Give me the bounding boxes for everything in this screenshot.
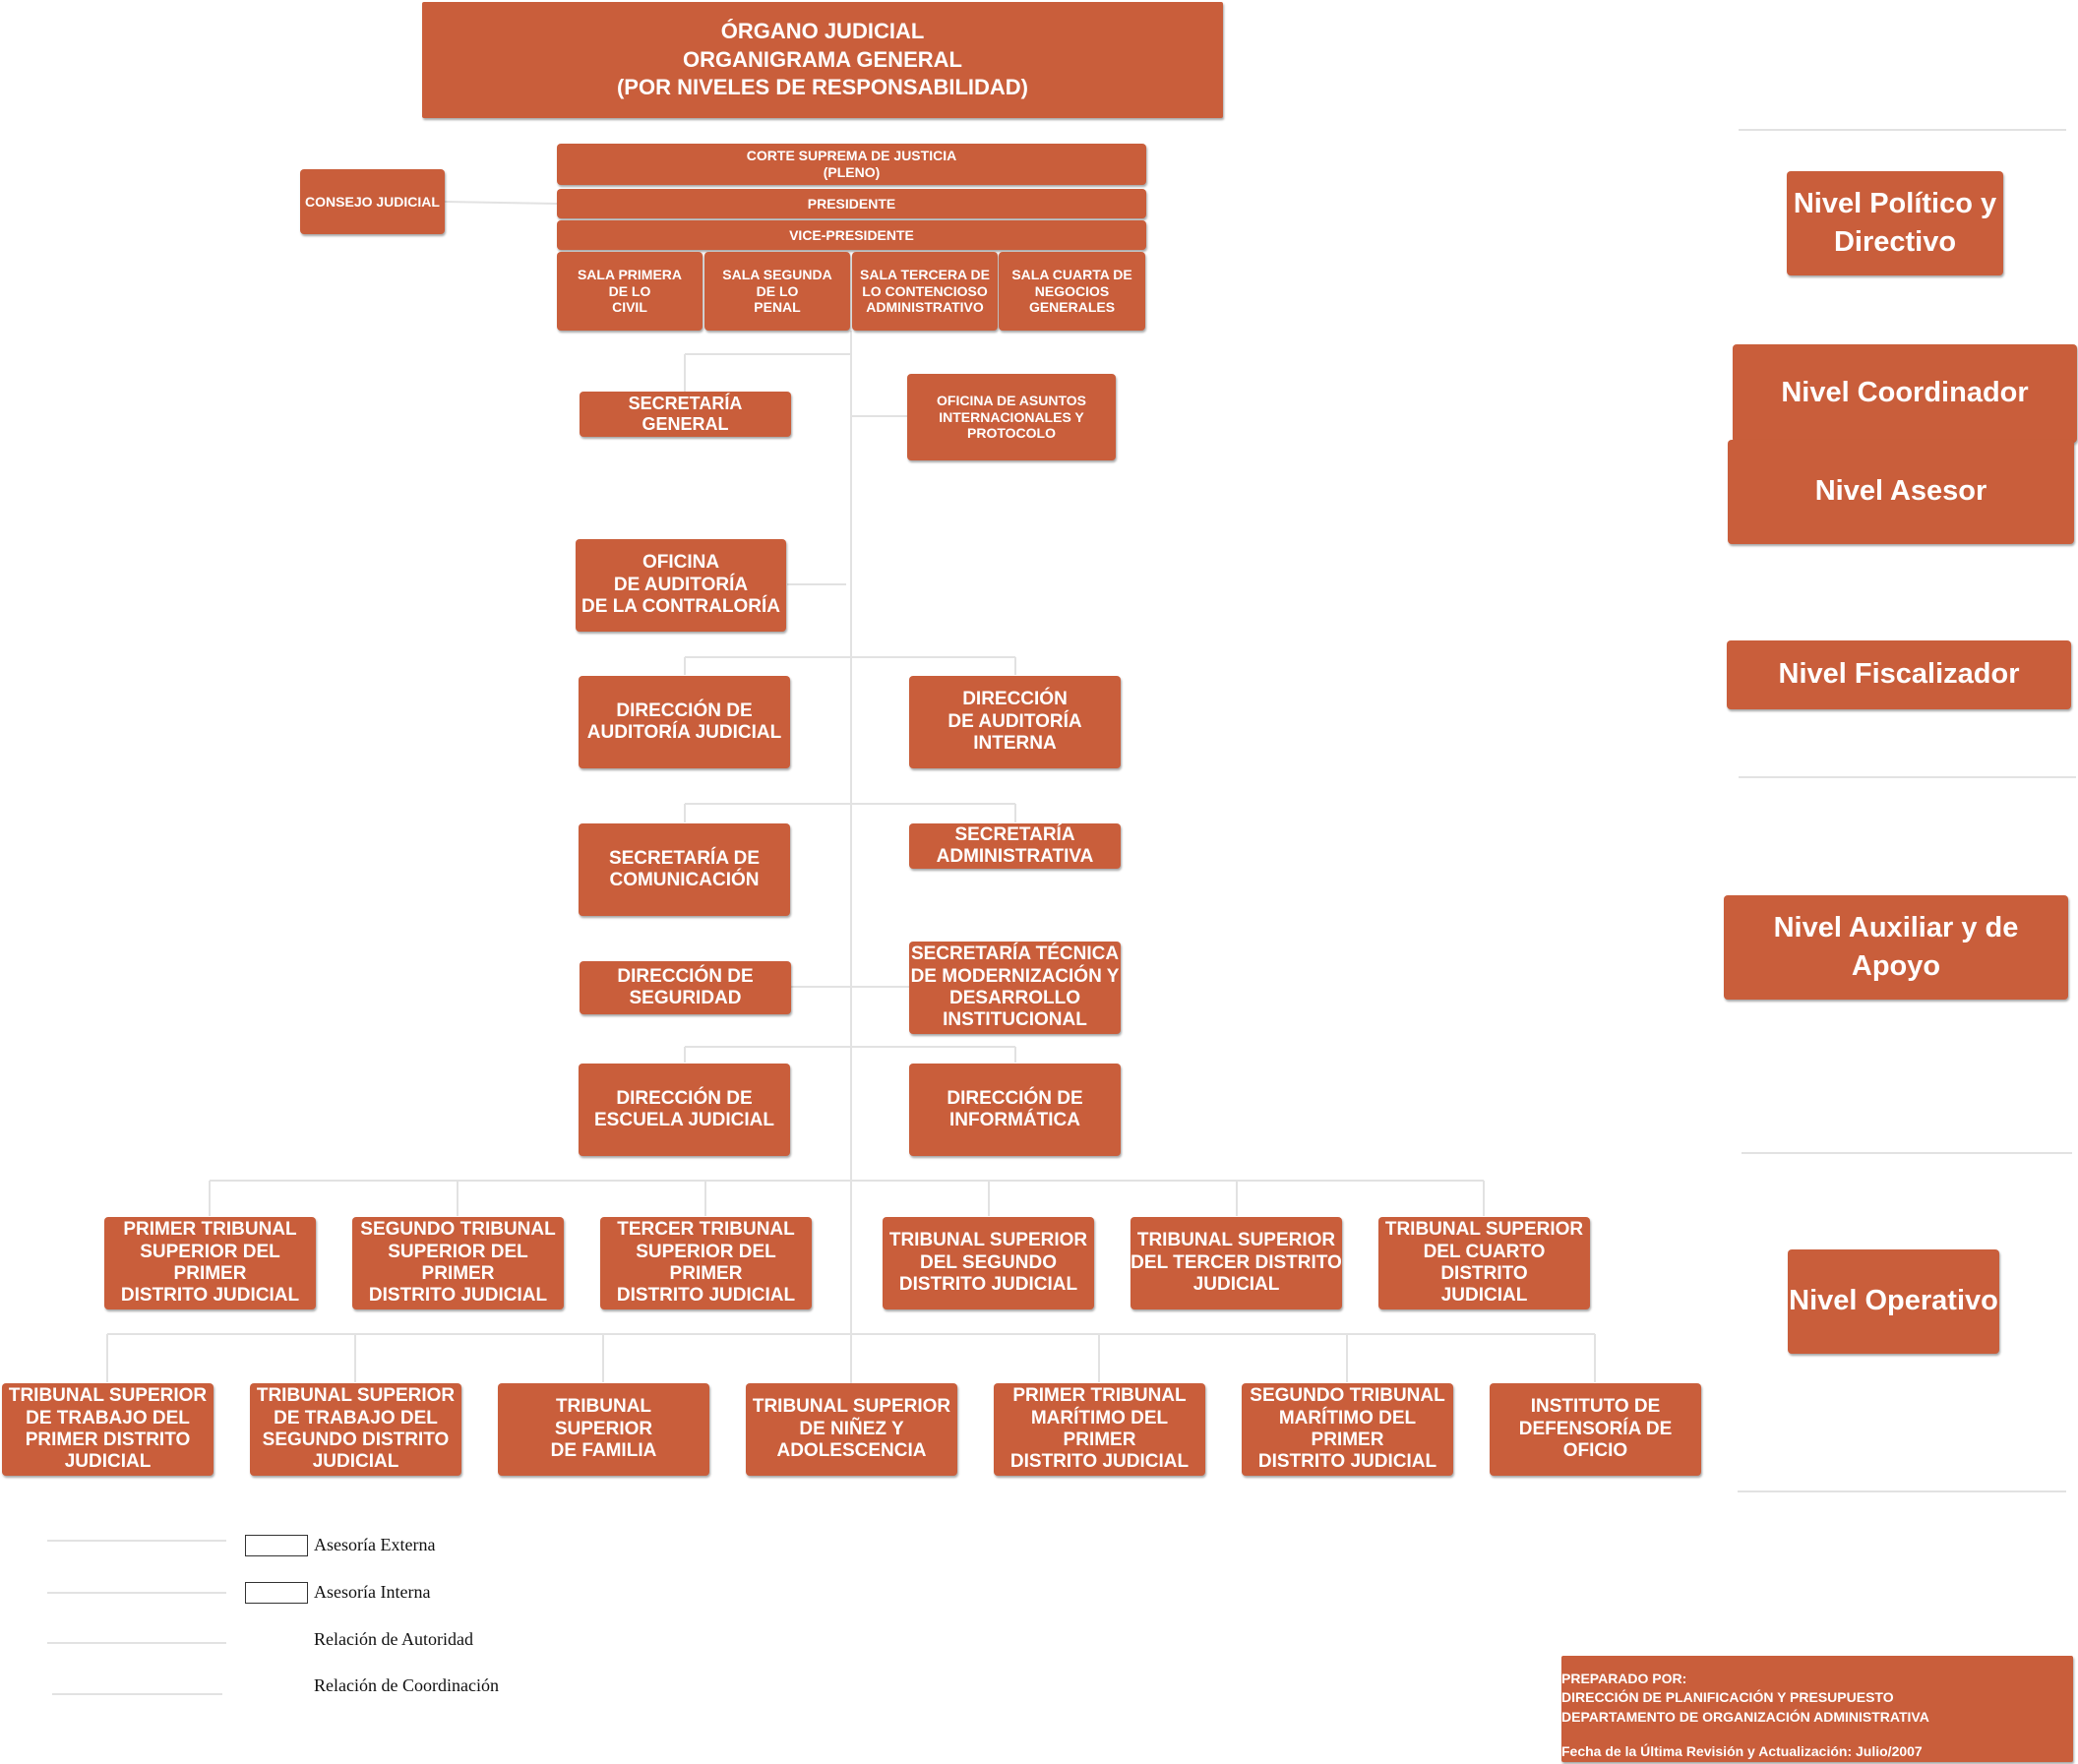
tribunal-row1-item: PRIMER TRIBUNAL SUPERIOR DEL PRIMER DIST… <box>104 1217 316 1309</box>
legend-coordinacion-label: Relación de Coordinación <box>314 1675 499 1695</box>
level-auxiliar-box: Nivel Auxiliar y de Apoyo <box>1724 895 2068 1000</box>
tribunal-row1-item: SEGUNDO TRIBUNAL SUPERIOR DEL PRIMER DIS… <box>352 1217 564 1309</box>
tribunal-row2-item: TRIBUNAL SUPERIOR DE TRABAJO DEL SEGUNDO… <box>250 1383 461 1476</box>
secretaria-comunicacion-box: SECRETARÍA DE COMUNICACIÓN <box>579 823 790 916</box>
tribunal-row2-item: INSTITUTO DE DEFENSORÍA DE OFICIO <box>1490 1383 1701 1476</box>
prepared-by-label: PREPARADO POR: <box>1561 1670 1687 1686</box>
tribunal-row2-item: TRIBUNAL SUPERIOR DE TRABAJO DEL PRIMER … <box>2 1383 214 1476</box>
sala-tercera-box: SALA TERCERA DE LO CONTENCIOSO ADMINISTR… <box>852 252 998 331</box>
direccion-seguridad-box: DIRECCIÓN DE SEGURIDAD <box>580 961 791 1014</box>
level-asesor-box: Nivel Asesor <box>1728 440 2074 544</box>
direccion-auditoria-judicial-box: DIRECCIÓN DE AUDITORÍA JUDICIAL <box>579 676 790 768</box>
level-operativo-box: Nivel Operativo <box>1788 1249 1999 1354</box>
legend-autoridad-label: Relación de Autoridad <box>314 1629 473 1649</box>
direccion-auditoria-interna-box: DIRECCIÓN DE AUDITORÍA INTERNA <box>909 676 1121 768</box>
revision-date: Fecha de la Última Revisión y Actualizac… <box>1561 1743 1923 1760</box>
legend-interna-label: Asesoría Interna <box>314 1582 431 1602</box>
level-fiscalizador-box: Nivel Fiscalizador <box>1727 640 2071 709</box>
tribunal-row2-item: TRIBUNAL SUPERIOR DE FAMILIA <box>498 1383 709 1476</box>
oficina-auditoria-contraloria-box: OFICINA DE AUDITORÍA DE LA CONTRALORÍA <box>576 539 786 632</box>
prepared-by-departamento: DEPARTAMENTO DE ORGANIZACIÓN ADMINISTRAT… <box>1561 1708 1929 1725</box>
oficina-internacionales-box: OFICINA DE ASUNTOS INTERNACIONALES Y PRO… <box>907 374 1116 460</box>
secretaria-tecnica-box: SECRETARÍA TÉCNICA DE MODERNIZACIÓN Y DE… <box>909 942 1121 1034</box>
tribunal-row1-item: TERCER TRIBUNAL SUPERIOR DEL PRIMER DIST… <box>600 1217 812 1309</box>
vicepresidente-box: VICE-PRESIDENTE <box>557 220 1146 250</box>
tribunal-row2-item: PRIMER TRIBUNAL MARÍTIMO DEL PRIMER DIST… <box>994 1383 1205 1476</box>
level-politico-box: Nivel Político y Directivo <box>1787 171 2003 275</box>
level-coordinador-box: Nivel Coordinador <box>1733 344 2077 443</box>
chart-title: ÓRGANO JUDICIAL ORGANIGRAMA GENERAL (POR… <box>422 2 1223 118</box>
sala-cuarta-box: SALA CUARTA DE NEGOCIOS GENERALES <box>999 252 1145 331</box>
consejo-judicial-box: CONSEJO JUDICIAL <box>300 169 445 234</box>
legend-interna-swatch <box>245 1582 308 1604</box>
tribunal-row2-item: SEGUNDO TRIBUNAL MARÍTIMO DEL PRIMER DIS… <box>1242 1383 1453 1476</box>
secretaria-administrativa-box: SECRETARÍA ADMINISTRATIVA <box>909 823 1121 869</box>
direccion-informatica-box: DIRECCIÓN DE INFORMÁTICA <box>909 1064 1121 1156</box>
corte-suprema-box: CORTE SUPREMA DE JUSTICIA (PLENO) <box>557 144 1146 185</box>
prepared-by-direccion: DIRECCIÓN DE PLANIFICACIÓN Y PRESUPUESTO <box>1561 1689 1894 1706</box>
sala-segunda-box: SALA SEGUNDA DE LO PENAL <box>704 252 850 331</box>
tribunal-row1-item: TRIBUNAL SUPERIOR DEL TERCER DISTRITO JU… <box>1131 1217 1342 1309</box>
presidente-box: PRESIDENTE <box>557 189 1146 218</box>
prepared-by-box: PREPARADO POR: DIRECCIÓN DE PLANIFICACIÓ… <box>1561 1656 2073 1762</box>
legend-externa-label: Asesoría Externa <box>314 1535 436 1554</box>
direccion-escuela-box: DIRECCIÓN DE ESCUELA JUDICIAL <box>579 1064 790 1156</box>
tribunal-row1-item: TRIBUNAL SUPERIOR DEL CUARTO DISTRITO JU… <box>1378 1217 1590 1309</box>
sala-primera-box: SALA PRIMERA DE LO CIVIL <box>557 252 703 331</box>
tribunal-row1-item: TRIBUNAL SUPERIOR DEL SEGUNDO DISTRITO J… <box>883 1217 1094 1309</box>
legend-externa-swatch <box>245 1535 308 1556</box>
secretaria-general-box: SECRETARÍA GENERAL <box>580 392 791 437</box>
tribunal-row2-item: TRIBUNAL SUPERIOR DE NIÑEZ Y ADOLESCENCI… <box>746 1383 957 1476</box>
